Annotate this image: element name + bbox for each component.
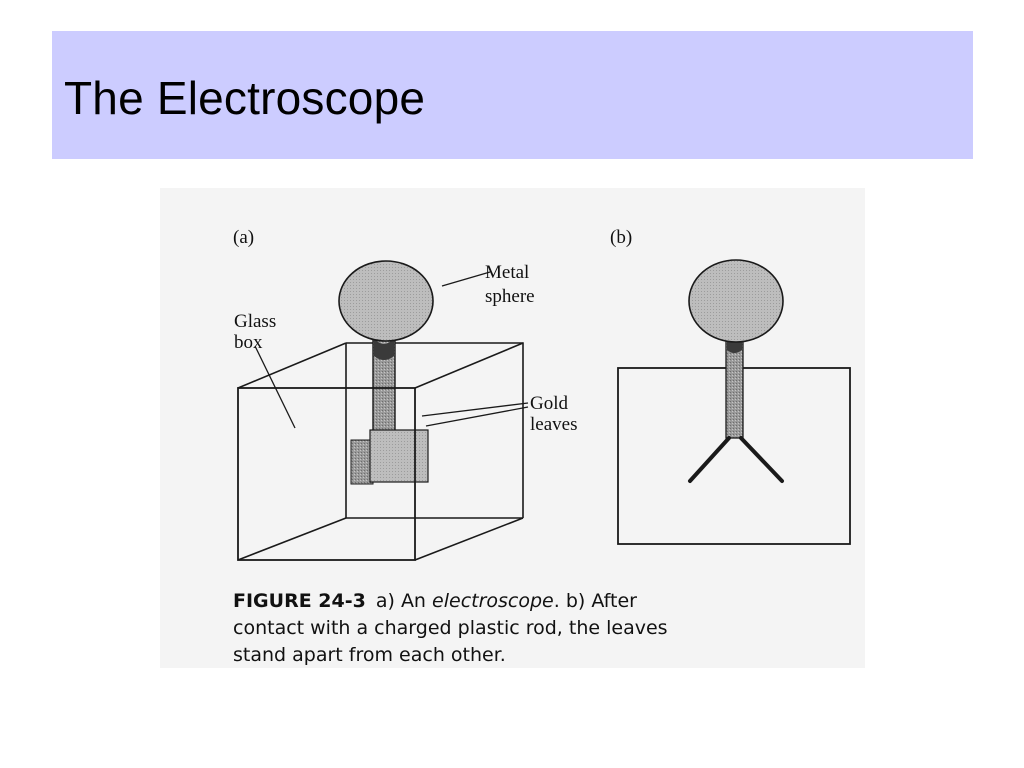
glass-box-connector-tr xyxy=(414,342,524,389)
figure-number: FIGURE 24-3 xyxy=(233,590,366,612)
electroscope-figure: (a) xyxy=(160,188,865,668)
rod-collar-a xyxy=(374,338,394,360)
leaves-label-line2: leaves xyxy=(530,414,577,435)
glass-box xyxy=(237,342,524,561)
caption-part-a-suffix: . b) After xyxy=(553,590,637,612)
leaves-leader-line-2 xyxy=(425,406,529,427)
sphere-label-line2: sphere xyxy=(485,286,535,307)
panel-b-label: (b) xyxy=(610,227,632,248)
title-band: The Electroscope xyxy=(52,31,973,159)
gold-leaf-left-b xyxy=(688,436,731,483)
gold-leaves-b xyxy=(688,436,784,483)
glass-box-connector-bl xyxy=(237,517,347,561)
box-label-line2: box xyxy=(234,332,263,353)
panel-a-label: (a) xyxy=(233,227,254,248)
slide-title: The Electroscope xyxy=(64,72,426,124)
sphere-leader-line xyxy=(441,271,491,287)
glass-box-connector-tl xyxy=(237,342,347,389)
gold-leaf-front xyxy=(369,429,429,483)
glass-box-connector-br xyxy=(414,517,524,561)
sphere-label-line1: Metal xyxy=(485,262,529,283)
box-leader-line xyxy=(254,345,296,429)
caption-line-2: contact with a charged plastic rod, the … xyxy=(233,617,668,639)
caption-part-a-prefix: a) An xyxy=(375,590,433,612)
metal-sphere-a xyxy=(338,260,434,342)
leaves-leader-line-1 xyxy=(421,402,529,417)
glass-box-front-face xyxy=(237,387,416,561)
box-label-line1: Glass xyxy=(234,311,276,332)
caption-line-3: stand apart from each other. xyxy=(233,644,506,666)
gold-leaf-right-b xyxy=(739,436,784,483)
metal-sphere-b xyxy=(688,259,784,343)
figure-drawing: (a) xyxy=(233,227,851,561)
caption-term: electroscope xyxy=(432,590,554,612)
leaves-label-line1: Gold xyxy=(530,393,569,414)
